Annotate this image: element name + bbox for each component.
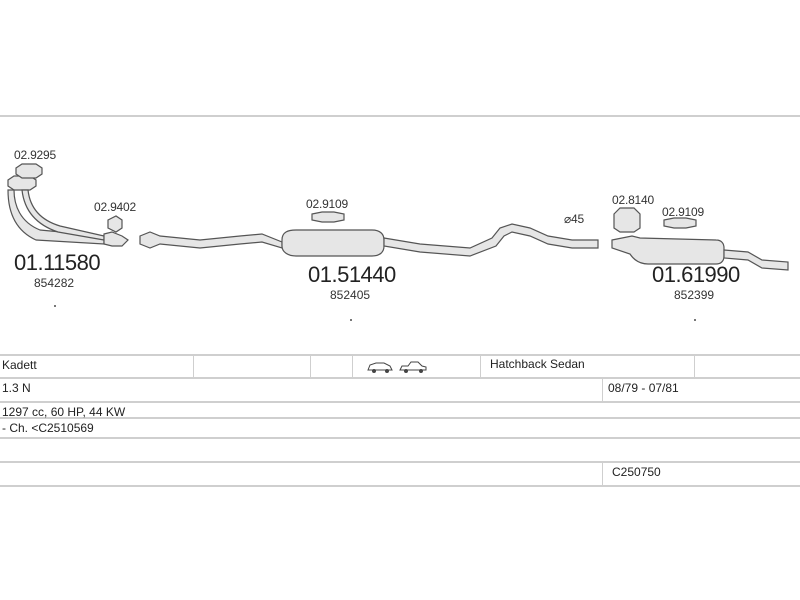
rear-hanger-icon xyxy=(613,207,641,233)
part-ref-02-9402[interactable]: 02.9402 xyxy=(94,200,136,214)
vehicle-chassis: - Ch. <C2510569 xyxy=(2,421,94,435)
gasket-icon xyxy=(107,215,123,233)
vehicle-body-type: Hatchback Sedan xyxy=(490,357,585,371)
part-ref-02-8140[interactable]: 02.8140 xyxy=(612,193,654,207)
table-line xyxy=(0,417,800,419)
table-line xyxy=(0,354,800,356)
middle-silencer xyxy=(281,229,385,257)
table-line xyxy=(0,377,800,379)
front-part-number[interactable]: 01.11580 xyxy=(14,250,101,275)
part-ref-02-9109-rear[interactable]: 02.9109 xyxy=(662,205,704,219)
table-col-line xyxy=(193,355,194,378)
table-col-line xyxy=(602,378,603,402)
dot-marker xyxy=(694,319,696,321)
top-divider xyxy=(0,115,800,117)
table-col-line xyxy=(602,462,603,486)
table-col-line xyxy=(694,355,695,378)
tail-pipe xyxy=(383,223,599,257)
table-line xyxy=(0,437,800,439)
hatchback-car-icon xyxy=(366,360,394,374)
vehicle-model: Kadett xyxy=(2,358,37,372)
dot-marker xyxy=(54,305,56,307)
part-ref-02-9109-mid[interactable]: 02.9109 xyxy=(306,197,348,211)
vehicle-code: C250750 xyxy=(612,465,661,479)
table-line xyxy=(0,461,800,463)
rear-tailpipe xyxy=(723,249,789,271)
sedan-car-icon xyxy=(398,360,428,374)
vehicle-engine: 1.3 N xyxy=(2,381,31,395)
table-col-line xyxy=(352,355,353,378)
vehicle-specs: 1297 cc, 60 HP, 44 KW xyxy=(2,405,126,419)
table-line xyxy=(0,485,800,487)
table-col-line xyxy=(480,355,481,378)
front-downpipe-branch xyxy=(7,189,105,245)
middle-oe-number: 852405 xyxy=(330,288,371,302)
table-col-line xyxy=(310,355,311,378)
table-line xyxy=(0,401,800,403)
rear-part-number[interactable]: 01.61990 xyxy=(652,262,740,287)
rear-silencer xyxy=(611,235,725,265)
mount-icon xyxy=(311,211,345,223)
mid-pipe xyxy=(139,231,283,249)
front-oe-number: 854282 xyxy=(34,276,75,290)
front-flange xyxy=(103,231,129,247)
part-ref-02-9295[interactable]: 02.9295 xyxy=(14,148,56,162)
gasket-front-icon xyxy=(15,163,43,179)
middle-part-number[interactable]: 01.51440 xyxy=(308,262,396,287)
rear-mount-icon xyxy=(663,217,697,229)
rear-oe-number: 852399 xyxy=(674,288,715,302)
pipe-diameter: ⌀45 xyxy=(564,212,584,226)
vehicle-years: 08/79 - 07/81 xyxy=(608,381,679,395)
dot-marker xyxy=(350,319,352,321)
